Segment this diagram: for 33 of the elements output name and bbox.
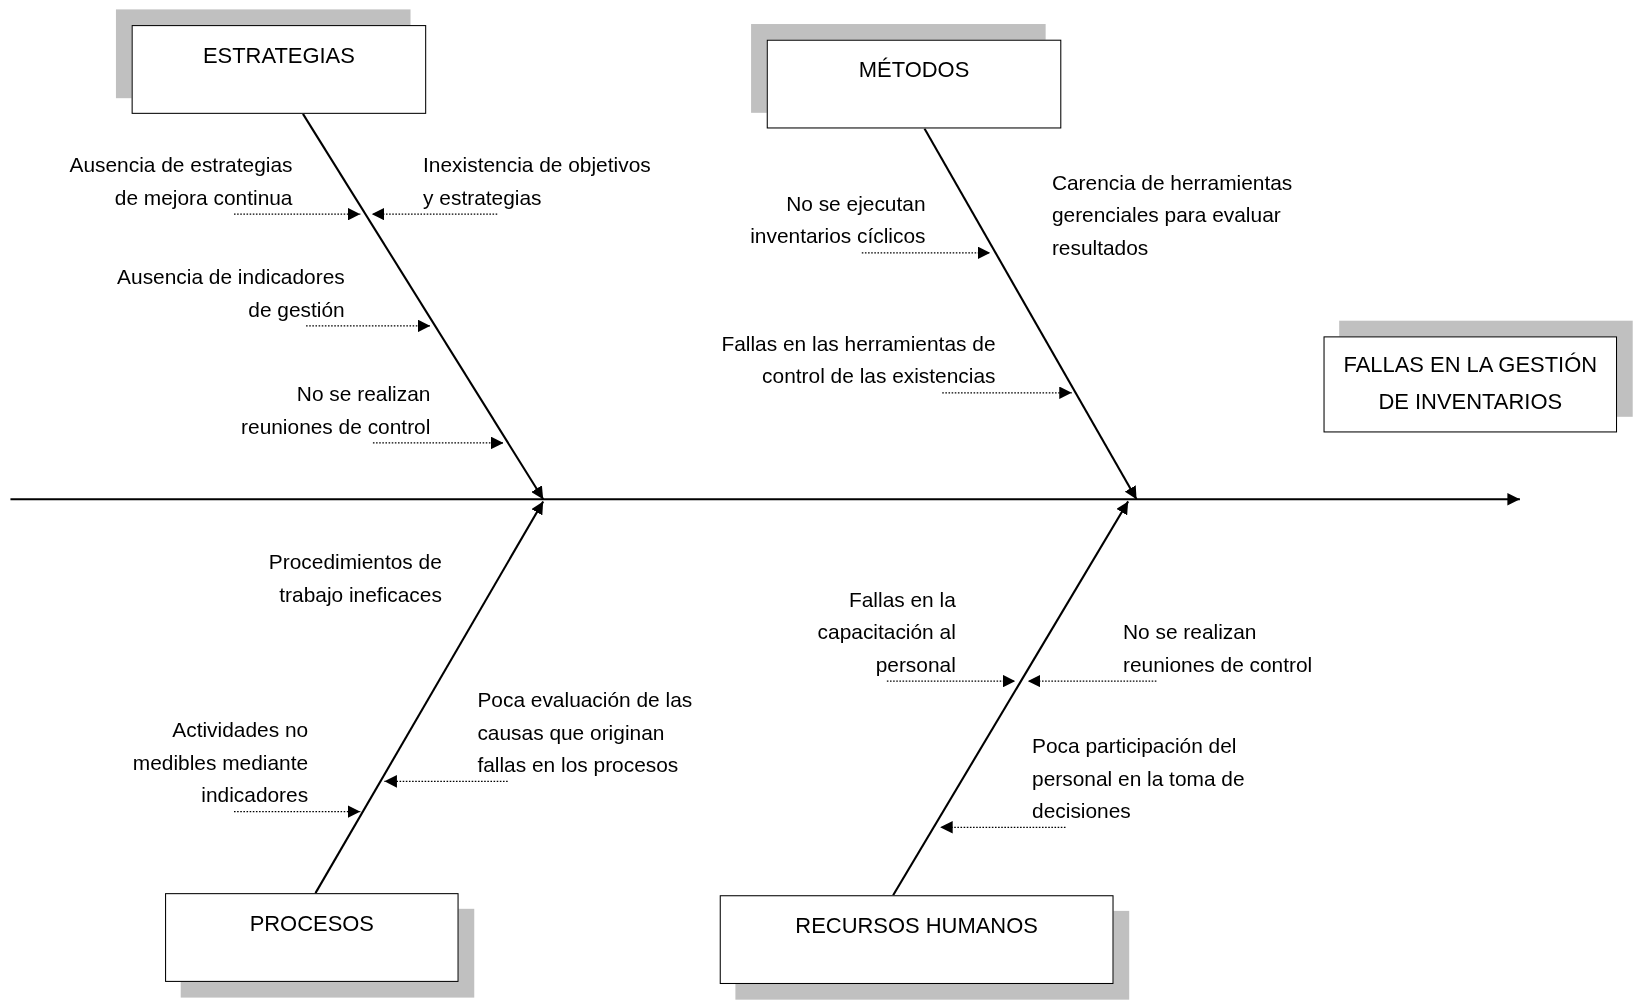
cause-text: No se realizan reuniones de control: [216, 378, 431, 443]
cause-text: Ausencia de estrategias de mejora continua: [50, 149, 293, 215]
cause-text: Fallas en las herramientas de control de las existencias: [703, 328, 996, 393]
arrow: [302, 113, 545, 500]
arrow: [923, 127, 1138, 500]
arrow: [372, 436, 505, 450]
arrow: [941, 386, 1073, 400]
category-box: RECURSOS HUMANOS: [719, 895, 1114, 984]
arrow: [1027, 674, 1157, 688]
cause-text: Carencia de herramientas gerenciales para evaluar resultados: [1051, 170, 1294, 262]
effect-box: FALLAS EN LA GESTIÓN DE INVENTARIOS: [1323, 336, 1618, 433]
cause-text: Inexistencia de objetivos y estrategias: [423, 149, 662, 215]
arrow: [383, 775, 509, 788]
cause-text: Poca evaluación de las causas que originan fallas en los procesos: [477, 684, 708, 782]
arrow: [892, 500, 1130, 896]
category-box: MÉTODOS: [766, 39, 1062, 129]
category-box: PROCESOS: [165, 893, 459, 982]
cause-text: No se ejecutan inventarios cíclicos: [731, 188, 926, 253]
arrow: [886, 674, 1016, 688]
cause-text: Fallas en la capacitación al personal: [799, 583, 956, 682]
arrow: [233, 805, 361, 818]
arrow: [861, 246, 991, 260]
arrow: [939, 821, 1067, 834]
cause-text: Actividades no medibles mediante indicadores: [109, 714, 309, 812]
category-box: ESTRATEGIAS: [131, 25, 427, 114]
arrow: [305, 319, 431, 333]
cause-text: Ausencia de indicadores de gestión: [98, 261, 345, 326]
cause-text: No se realizan reuniones de control: [1122, 616, 1338, 682]
arrow: [233, 207, 361, 221]
cause-text: Poca participación del personal en la toma de decisiones: [1032, 730, 1268, 828]
cause-text: Procedimientos de trabajo ineficaces: [267, 549, 442, 608]
arrow: [314, 500, 545, 894]
arrow: [371, 207, 498, 221]
